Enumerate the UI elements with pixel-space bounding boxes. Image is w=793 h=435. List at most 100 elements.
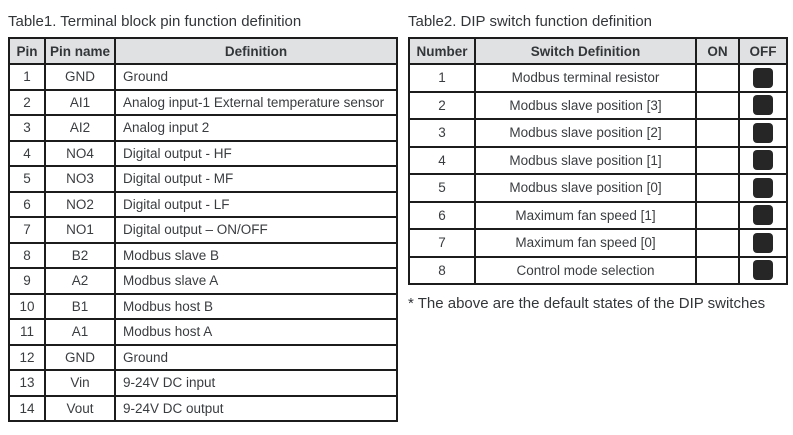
definition-cell: Modbus host A bbox=[114, 318, 398, 346]
pin-cell: 8 bbox=[8, 241, 46, 269]
pin-cell: 10 bbox=[8, 292, 46, 320]
switch-state-off-cell bbox=[738, 63, 788, 93]
switch-number-cell: 4 bbox=[408, 145, 476, 175]
pin-cell: 6 bbox=[8, 190, 46, 218]
definition-cell: Modbus host B bbox=[114, 292, 398, 320]
definition-cell: Ground bbox=[114, 63, 398, 91]
pin-name-cell: A2 bbox=[44, 267, 116, 295]
pin-name-cell: Vout bbox=[44, 394, 116, 422]
switch-number-cell: 5 bbox=[408, 173, 476, 203]
switch-state-on-cell bbox=[695, 145, 740, 175]
table2-header-number: Number bbox=[408, 37, 476, 65]
terminal-block-table-section: Table1. Terminal block pin function defi… bbox=[8, 12, 398, 422]
dip-switch-off-indicator-icon bbox=[753, 232, 773, 253]
pin-cell: 7 bbox=[8, 216, 46, 244]
definition-cell: Digital output - HF bbox=[114, 139, 398, 167]
switch-number-cell: 6 bbox=[408, 200, 476, 230]
dip-switch-off-indicator-icon bbox=[753, 95, 773, 116]
definition-cell: Modbus slave B bbox=[114, 241, 398, 269]
switch-state-off-cell bbox=[738, 200, 788, 230]
switch-definition-cell: Modbus slave position [1] bbox=[474, 145, 697, 175]
switch-state-on-cell bbox=[695, 228, 740, 258]
pin-name-cell: GND bbox=[44, 343, 116, 371]
definition-cell: 9-24V DC output bbox=[114, 394, 398, 422]
dip-switch-off-indicator-icon bbox=[753, 205, 773, 226]
definition-cell: Ground bbox=[114, 343, 398, 371]
switch-state-on-cell bbox=[695, 255, 740, 285]
switch-state-off-cell bbox=[738, 228, 788, 258]
switch-state-off-cell bbox=[738, 173, 788, 203]
switch-definition-cell: Control mode selection bbox=[474, 255, 697, 285]
switch-number-cell: 3 bbox=[408, 118, 476, 148]
pin-cell: 1 bbox=[8, 63, 46, 91]
table1-title: Table1. Terminal block pin function defi… bbox=[8, 13, 302, 30]
switch-state-on-cell bbox=[695, 63, 740, 93]
switch-state-off-cell bbox=[738, 90, 788, 120]
switch-number-cell: 2 bbox=[408, 90, 476, 120]
pin-cell: 5 bbox=[8, 165, 46, 193]
switch-state-on-cell bbox=[695, 90, 740, 120]
switch-state-off-cell bbox=[738, 118, 788, 148]
table1-header-pin: Pin bbox=[8, 37, 46, 65]
pin-cell: 9 bbox=[8, 267, 46, 295]
switch-state-off-cell bbox=[738, 145, 788, 175]
switch-number-cell: 7 bbox=[408, 228, 476, 258]
table2-title: Table2. DIP switch function definition bbox=[408, 13, 653, 30]
switch-definition-cell: Modbus slave position [0] bbox=[474, 173, 697, 203]
definition-cell: Analog input 2 bbox=[114, 114, 398, 142]
definition-cell: Analog input-1 External temperature sens… bbox=[114, 88, 398, 116]
pin-name-cell: NO2 bbox=[44, 190, 116, 218]
pin-name-cell: AI1 bbox=[44, 88, 116, 116]
pin-name-cell: GND bbox=[44, 63, 116, 91]
pin-name-cell: NO1 bbox=[44, 216, 116, 244]
pin-cell: 2 bbox=[8, 88, 46, 116]
pin-cell: 11 bbox=[8, 318, 46, 346]
switch-state-on-cell bbox=[695, 200, 740, 230]
switch-definition-cell: Modbus slave position [3] bbox=[474, 90, 697, 120]
switch-definition-cell: Modbus terminal resistor bbox=[474, 63, 697, 93]
switch-definition-cell: Maximum fan speed [0] bbox=[474, 228, 697, 258]
definition-cell: Modbus slave A bbox=[114, 267, 398, 295]
switch-definition-cell: Modbus slave position [2] bbox=[474, 118, 697, 148]
switch-state-on-cell bbox=[695, 118, 740, 148]
pin-name-cell: AI2 bbox=[44, 114, 116, 142]
switch-number-cell: 1 bbox=[408, 63, 476, 93]
pin-cell: 12 bbox=[8, 343, 46, 371]
dip-switch-off-indicator-icon bbox=[753, 67, 773, 88]
dip-switch-off-indicator-icon bbox=[753, 122, 773, 143]
pin-cell: 3 bbox=[8, 114, 46, 142]
table1-header-definition: Definition bbox=[114, 37, 398, 65]
table2-header-on: ON bbox=[695, 37, 740, 65]
table1-header-row: Pin Pin name Definition bbox=[8, 37, 398, 65]
table2-header-off: OFF bbox=[738, 37, 788, 65]
switch-definition-cell: Maximum fan speed [1] bbox=[474, 200, 697, 230]
pin-name-cell: A1 bbox=[44, 318, 116, 346]
pin-cell: 4 bbox=[8, 139, 46, 167]
table2-header-row: Number Switch Definition ON OFF bbox=[408, 37, 788, 65]
pin-name-cell: NO4 bbox=[44, 139, 116, 167]
switch-number-cell: 8 bbox=[408, 255, 476, 285]
definition-cell: Digital output – ON/OFF bbox=[114, 216, 398, 244]
